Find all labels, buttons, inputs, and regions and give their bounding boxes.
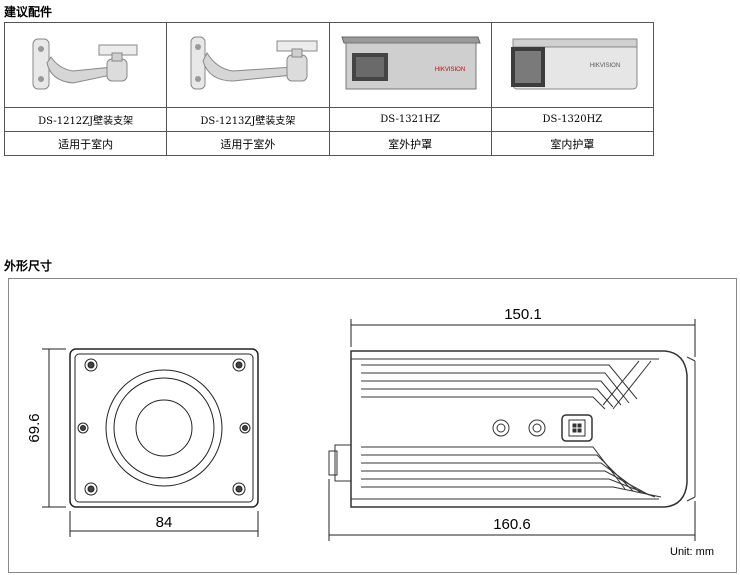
accessories-title: 建议配件 <box>4 5 53 19</box>
dimensions-title: 外形尺寸 <box>4 259 53 273</box>
accessory-usage-3: 室外护罩 <box>328 131 492 156</box>
dimension-drawing-box: 69.6 84 <box>8 278 737 573</box>
accessory-image-3: HIKVISION <box>328 22 492 108</box>
accessory-usage-4: 室内护罩 <box>490 131 655 156</box>
outdoor-housing-icon: HIKVISION <box>341 36 481 90</box>
accessory-usage-2: 适用于室外 <box>166 131 330 156</box>
accessory-usage-1: 适用于室内 <box>3 131 168 156</box>
camera-side-view <box>328 350 696 508</box>
accessory-image-2 <box>166 22 330 108</box>
front-height-label: 69.6 <box>26 413 43 442</box>
front-width-label: 84 <box>156 514 173 531</box>
dimension-drawing: 69.6 84 <box>26 306 696 541</box>
wall-mount-bracket-icon <box>32 38 138 90</box>
accessory-model-4: DS-1320HZ <box>490 107 655 132</box>
brand-logo: HIKVISION <box>435 67 465 73</box>
side-top-length-label: 150.1 <box>504 306 542 323</box>
unit-label: Unit: mm <box>670 546 714 558</box>
wall-mount-bracket-icon <box>190 36 318 90</box>
accessories-table: HIKVISION HIKVISION DS-1212ZJ壁装支架 DS-121… <box>3 22 655 156</box>
camera-front-view <box>69 348 259 508</box>
brand-logo: HIKVISION <box>590 63 620 69</box>
accessory-image-4: HIKVISION <box>490 22 655 108</box>
side-bottom-length-label: 160.6 <box>493 516 531 533</box>
accessory-model-1: DS-1212ZJ壁装支架 <box>3 107 168 132</box>
accessory-model-2: DS-1213ZJ壁装支架 <box>166 107 330 132</box>
accessory-image-1 <box>3 22 168 108</box>
indoor-housing-icon: HIKVISION <box>511 38 638 90</box>
accessory-model-3: DS-1321HZ <box>328 107 492 132</box>
